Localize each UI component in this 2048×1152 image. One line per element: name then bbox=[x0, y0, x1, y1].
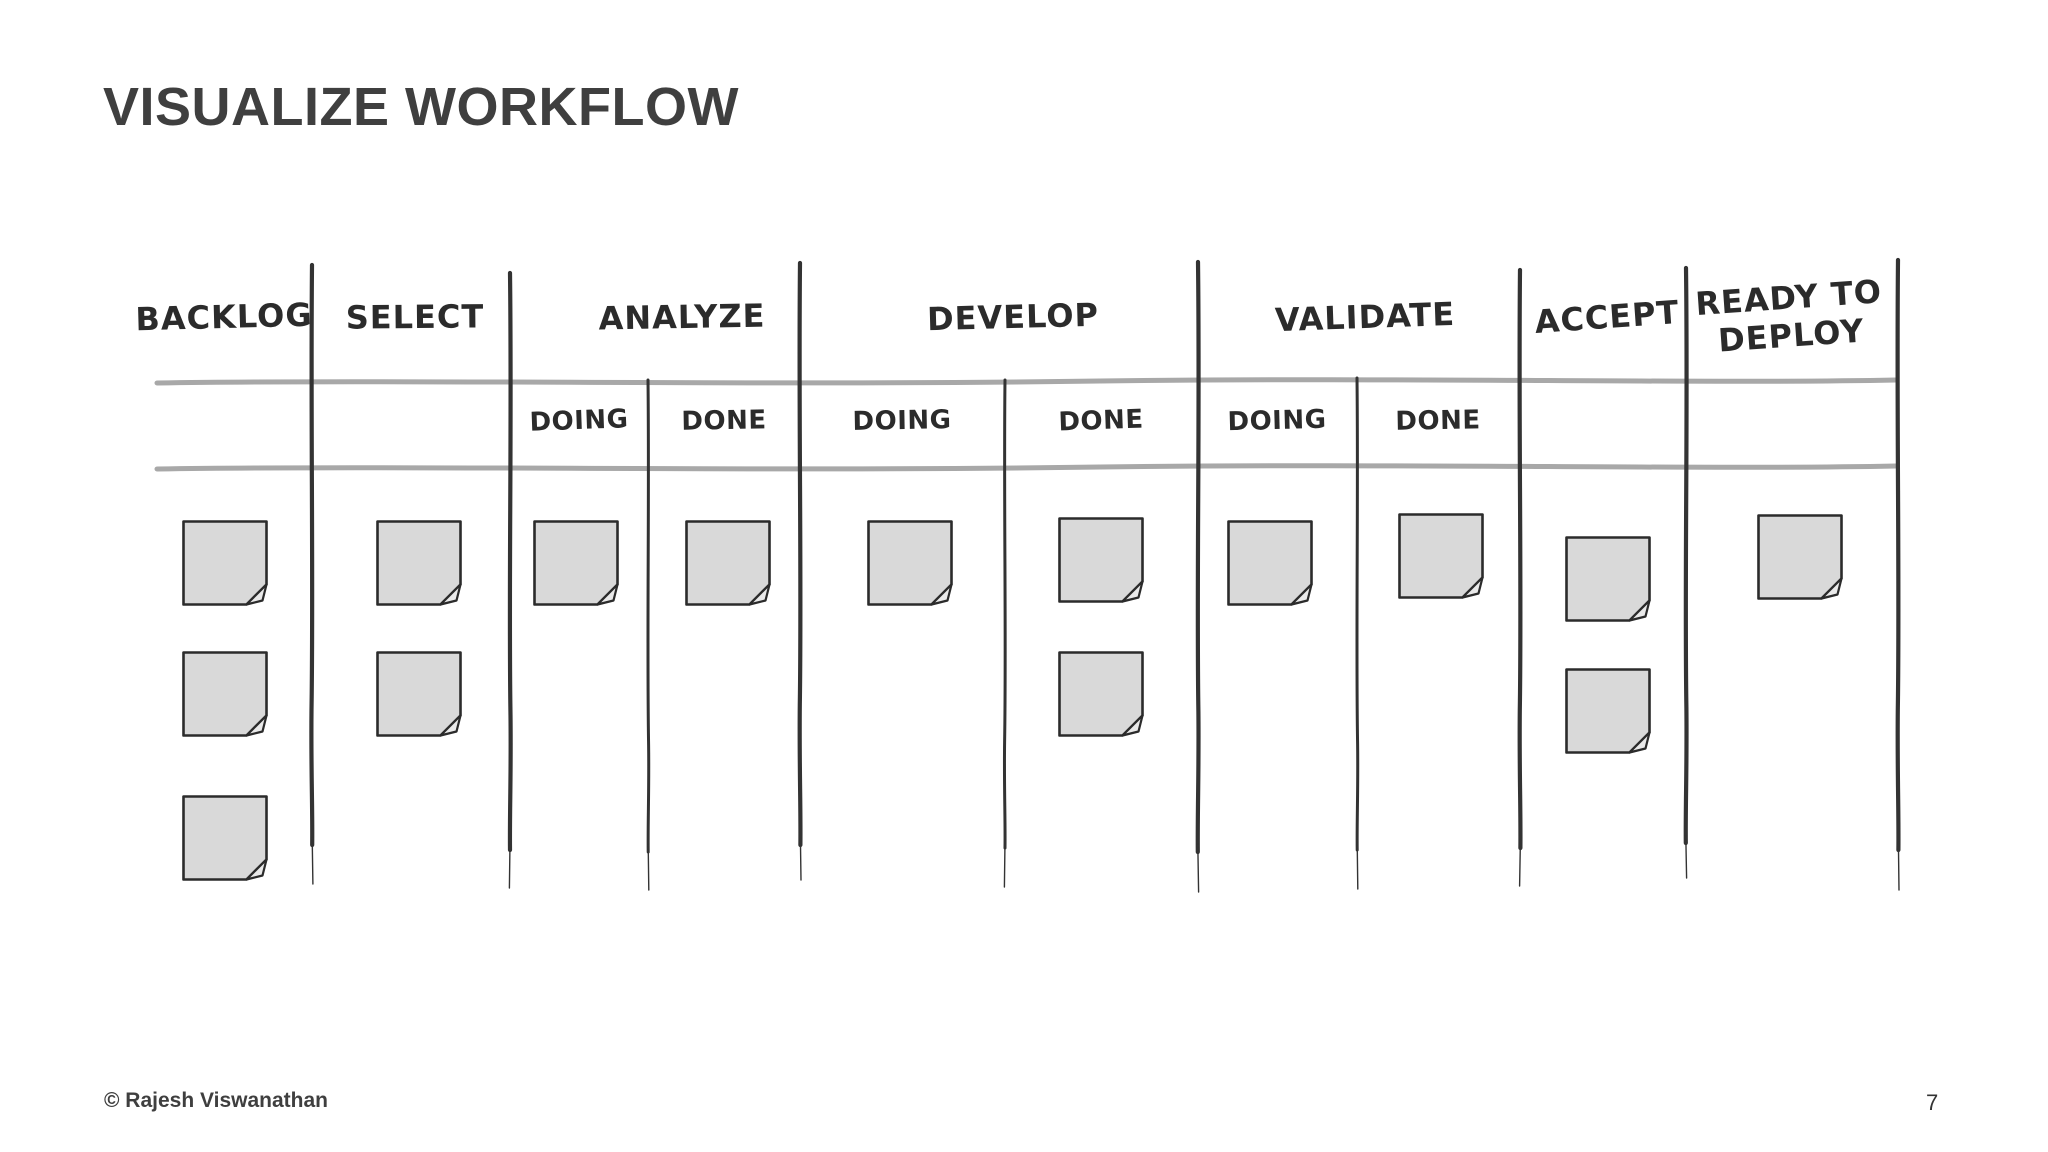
sticky-note-validate_done bbox=[1398, 513, 1485, 600]
board-right-edge-line bbox=[1895, 257, 1901, 891]
column-divider-backlog-select bbox=[309, 262, 315, 885]
sticky-note-develop_doing bbox=[867, 520, 954, 607]
band-line-bottom bbox=[154, 463, 1899, 472]
sticky-note-select bbox=[376, 651, 463, 738]
sticky-note-backlog bbox=[182, 520, 269, 607]
sticky-note-analyze_done bbox=[685, 520, 772, 607]
sticky-note-accept bbox=[1565, 536, 1652, 623]
sub-divider-validate-doing-done bbox=[1355, 376, 1360, 890]
copyright-text: © Rajesh Viswanathan bbox=[104, 1089, 328, 1112]
sticky-note-ready_to_deploy bbox=[1757, 514, 1844, 601]
sticky-note-validate_doing bbox=[1227, 520, 1314, 607]
sub-divider-develop-doing-done bbox=[1002, 378, 1007, 888]
column-divider-develop-validate bbox=[1195, 259, 1201, 893]
page-number: 7 bbox=[1926, 1090, 1939, 1115]
sticky-note-analyze_doing bbox=[533, 520, 620, 607]
band-line-top bbox=[154, 377, 1899, 386]
sticky-note-develop_done bbox=[1058, 517, 1145, 604]
sub-divider-analyze-doing-done bbox=[646, 378, 651, 891]
sticky-note-accept bbox=[1565, 668, 1652, 755]
column-divider-validate-accept bbox=[1517, 267, 1523, 887]
sticky-note-backlog bbox=[182, 795, 269, 882]
page-title: VISUALIZE WORKFLOW bbox=[103, 77, 739, 137]
column-divider-analyze-develop bbox=[797, 260, 803, 881]
sticky-note-select bbox=[376, 520, 463, 607]
column-divider-accept-ready bbox=[1683, 265, 1689, 879]
sticky-note-backlog bbox=[182, 651, 269, 738]
sticky-note-develop_done bbox=[1058, 651, 1145, 738]
column-divider-select-analyze bbox=[507, 270, 513, 889]
